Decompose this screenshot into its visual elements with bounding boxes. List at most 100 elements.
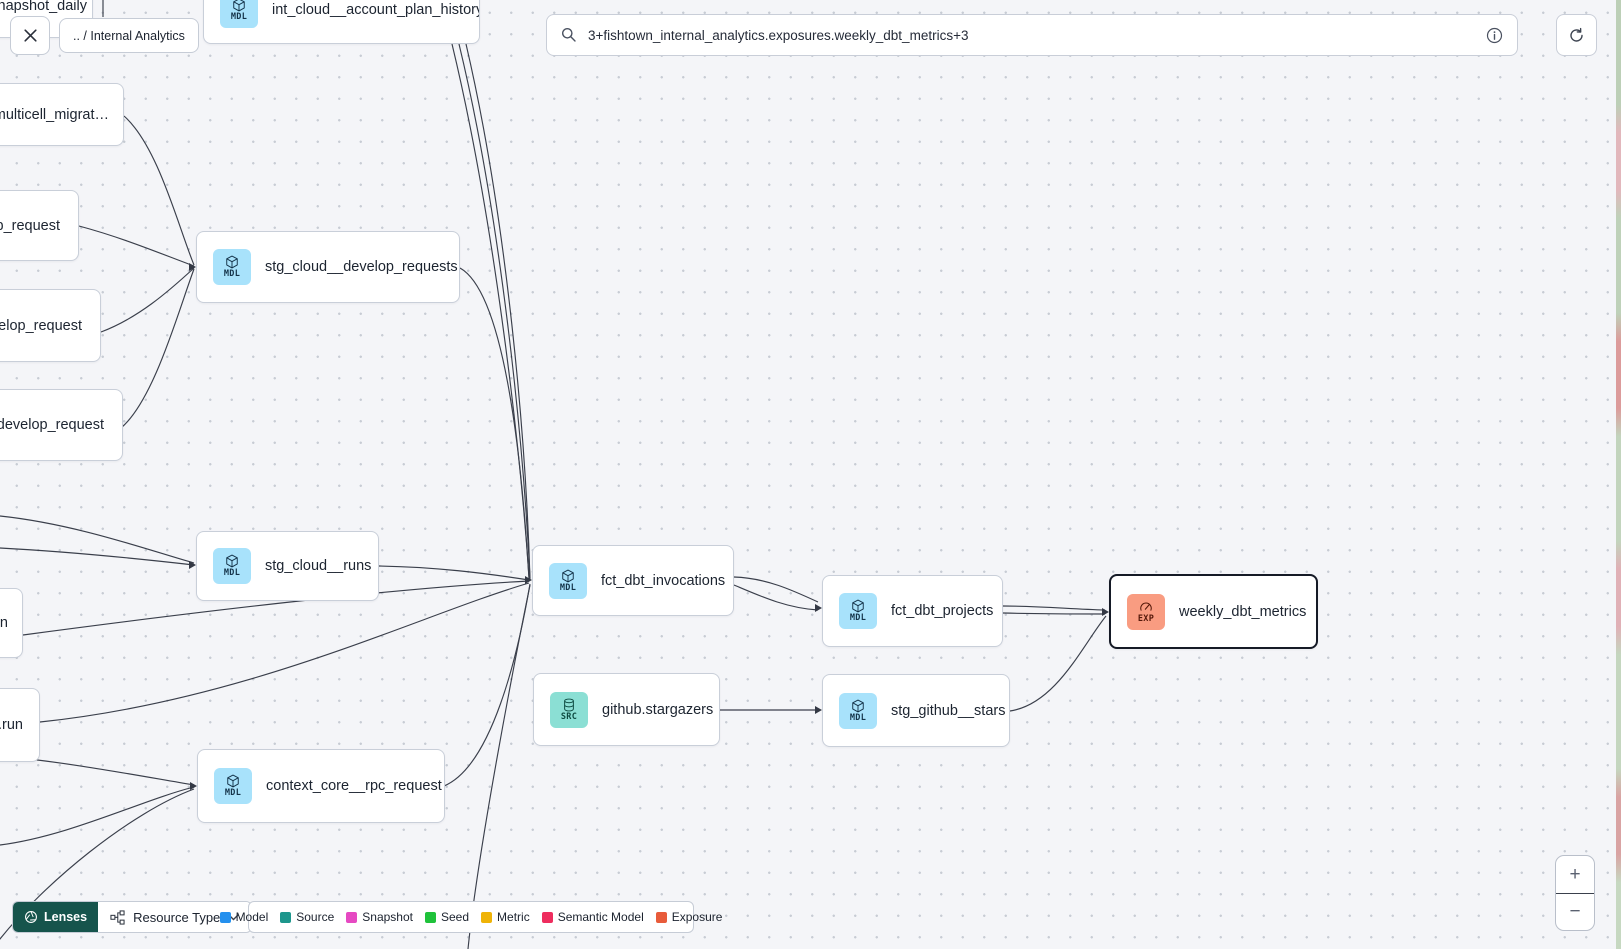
node-label: snapshot_daily bbox=[0, 0, 87, 14]
legend-item-exposure: Exposure bbox=[655, 910, 723, 924]
zoom-in-button[interactable]: + bbox=[1556, 856, 1594, 894]
legend-label: Exposure bbox=[671, 910, 723, 924]
legend-item-model: Model bbox=[219, 910, 269, 924]
legend-label: Model bbox=[235, 910, 269, 924]
gauge-icon bbox=[1140, 602, 1152, 611]
src-badge: SRC bbox=[550, 691, 588, 728]
exp-badge: EXP bbox=[1127, 593, 1165, 630]
node-label: stg_cloud__runs bbox=[265, 558, 372, 574]
node-develop_request[interactable]: .develop_request bbox=[0, 389, 123, 461]
node-velop_request[interactable]: velop_request bbox=[0, 289, 101, 362]
node-weekly_dbt_metrics[interactable]: EXP weekly_dbt_metrics bbox=[1109, 574, 1318, 649]
legend-swatch bbox=[655, 911, 667, 923]
badge-label: MDL bbox=[559, 582, 577, 593]
refresh-icon bbox=[1570, 27, 1583, 42]
legend-swatch bbox=[346, 911, 358, 923]
node-context_core__rpc_request[interactable]: MDL context_core__rpc_request bbox=[197, 749, 445, 823]
model-cube-icon bbox=[233, 0, 245, 12]
node-label: fct_dbt_invocations bbox=[601, 572, 726, 589]
model-cube-icon bbox=[562, 569, 574, 583]
refresh-button[interactable] bbox=[1556, 14, 1597, 56]
close-icon bbox=[23, 29, 37, 42]
node-label: fct_dbt_projects bbox=[891, 603, 994, 619]
node-label: github.stargazers bbox=[602, 701, 714, 718]
resource-type-label: Resource Type bbox=[133, 909, 221, 925]
node-fct_dbt_invocations[interactable]: MDL fct_dbt_invocations bbox=[532, 545, 734, 616]
mdl-badge: MDL bbox=[213, 249, 251, 285]
breadcrumb[interactable]: .. / Internal Analytics bbox=[59, 18, 199, 53]
mdl-badge: MDL bbox=[549, 562, 587, 599]
lenses-label: Lenses bbox=[44, 910, 88, 924]
badge-label: MDL bbox=[224, 788, 242, 799]
mdl-badge: MDL bbox=[839, 593, 877, 629]
node-n_partial[interactable]: n bbox=[0, 588, 23, 658]
node-multicell_migrat[interactable]: multicell_migrat… bbox=[0, 83, 124, 146]
node-int_cloud__account_plan_history[interactable]: MDL int_cloud__account_plan_history bbox=[203, 0, 480, 44]
zoom-controls: + − bbox=[1555, 855, 1595, 931]
legend-label: Metric bbox=[497, 910, 530, 924]
node-label: int_cloud__account_plan_history bbox=[272, 2, 480, 18]
node-fct_dbt_projects[interactable]: MDL fct_dbt_projects bbox=[822, 575, 1003, 647]
database-icon bbox=[564, 698, 574, 712]
node-stg_cloud__develop_requests[interactable]: MDL stg_cloud__develop_requests bbox=[196, 231, 460, 303]
node-run_partial[interactable]: .run bbox=[0, 688, 40, 762]
node-label: stg_github__stars bbox=[891, 702, 1006, 719]
legend-swatch bbox=[280, 911, 292, 923]
badge-label: EXP bbox=[1137, 613, 1155, 624]
resource-type-icon bbox=[110, 909, 125, 925]
info-icon[interactable] bbox=[1486, 27, 1503, 44]
node-label: stg_cloud__develop_requests bbox=[265, 259, 458, 275]
node-label: multicell_migrat… bbox=[0, 106, 109, 123]
legend-item-source: Source bbox=[280, 910, 334, 924]
node-label: .develop_request bbox=[0, 417, 104, 433]
legend-item-metric: Metric bbox=[481, 910, 530, 924]
model-cube-icon bbox=[226, 255, 238, 269]
node-stg_github__stars[interactable]: MDL stg_github__stars bbox=[822, 674, 1010, 747]
legend-label: Seed bbox=[441, 910, 470, 924]
search-bar bbox=[546, 14, 1518, 56]
node-p_request[interactable]: p_request bbox=[0, 190, 79, 261]
model-cube-icon bbox=[852, 699, 864, 713]
model-cube-icon bbox=[226, 554, 238, 568]
badge-label: MDL bbox=[230, 12, 248, 23]
node-label: n bbox=[0, 615, 8, 631]
search-input[interactable] bbox=[586, 26, 1477, 44]
search-icon bbox=[562, 28, 576, 42]
node-label: weekly_dbt_metrics bbox=[1179, 603, 1307, 620]
legend-swatch bbox=[481, 911, 493, 923]
node-label: context_core__rpc_request bbox=[266, 778, 442, 794]
lenses-button[interactable]: Lenses bbox=[13, 902, 99, 932]
badge-label: MDL bbox=[849, 613, 867, 624]
chevron-down-icon bbox=[228, 913, 239, 920]
mdl-badge: MDL bbox=[213, 548, 251, 584]
legend-label: Semantic Model bbox=[557, 910, 644, 924]
legend-swatch bbox=[219, 911, 231, 923]
legend-swatch bbox=[541, 911, 553, 923]
zoom-out-button[interactable]: − bbox=[1556, 894, 1594, 931]
close-button[interactable] bbox=[10, 16, 50, 55]
node-label: p_request bbox=[0, 217, 60, 234]
badge-label: MDL bbox=[849, 712, 867, 723]
legend-item-semantic-model: Semantic Model bbox=[541, 910, 644, 924]
badge-label: MDL bbox=[223, 269, 241, 280]
legend-label: Snapshot bbox=[362, 910, 413, 924]
legend-label: Source bbox=[296, 910, 335, 924]
lenses-icon bbox=[25, 911, 37, 923]
mdl-badge: MDL bbox=[214, 768, 252, 804]
node-github_stargazers[interactable]: SRC github.stargazers bbox=[533, 673, 720, 746]
node-label: velop_request bbox=[0, 317, 82, 334]
badge-label: MDL bbox=[223, 568, 241, 579]
mdl-badge: MDL bbox=[839, 692, 877, 729]
node-label: .run bbox=[0, 717, 23, 733]
screen-edge-artifact bbox=[1616, 0, 1621, 949]
node-stg_cloud__runs[interactable]: MDL stg_cloud__runs bbox=[196, 531, 379, 601]
breadcrumb-label: .. / Internal Analytics bbox=[73, 28, 185, 43]
model-cube-icon bbox=[852, 599, 864, 613]
legend-item-snapshot: Snapshot bbox=[346, 910, 413, 924]
model-cube-icon bbox=[227, 774, 239, 788]
legend-item-seed: Seed bbox=[425, 910, 469, 924]
badge-label: SRC bbox=[560, 711, 578, 722]
legend-swatch bbox=[425, 911, 436, 923]
mdl-badge: MDL bbox=[220, 0, 258, 28]
